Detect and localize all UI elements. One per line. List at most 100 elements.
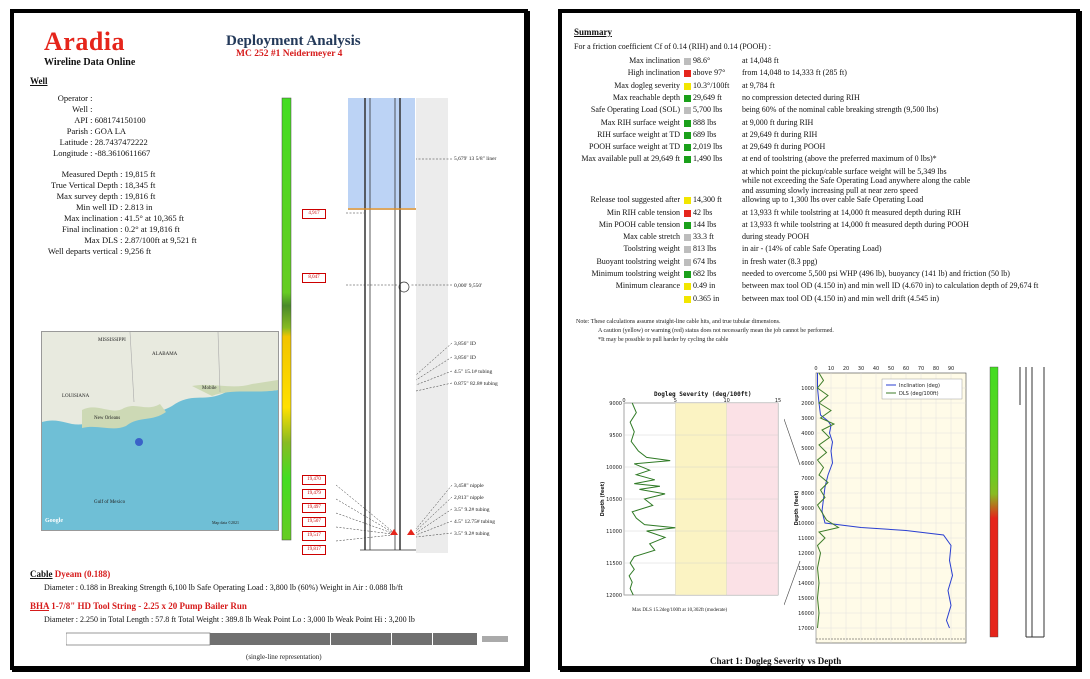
summary-description: needed to overcome 5,500 psi WHP (496 lb… [742,269,1010,278]
wellbore-schematic [281,97,453,553]
summary-label: Max inclination [629,56,680,65]
x-tick-label: 10 [828,366,834,372]
x-tick-label: 50 [888,366,894,372]
status-swatch [684,283,691,291]
well-row [24,159,197,169]
bha-heading: BHA 1-7/8" HD Tool String - 2.25 x 20 Pu… [30,601,247,611]
status-swatch [684,107,691,115]
well-row-label: Max DLS [84,235,118,245]
schematic-annotation: 0,000' 9,550' [454,283,483,289]
inclination-chart: 1000200030004000500060007000800090001000… [794,366,967,644]
y-tick-label: 10000 [606,465,622,471]
x-tick-label: 10 [723,398,729,404]
legend-box [881,378,963,400]
schematic-annotation: 4.5" 12.75# tubing [454,519,496,525]
y-tick-label: 13000 [798,566,814,572]
summary-value: above 97° [693,68,726,78]
schematic-annotation: 3,856" ID [454,341,476,347]
schematic-annotation: 3.5" 9.2# tubing [454,531,490,537]
well-row-label: Well departs vertical [47,246,118,256]
y-tick-label: 17000 [798,626,814,632]
status-swatch [684,119,691,127]
well-row-sep: : [118,191,125,201]
well-row: True Vertical Depth : 18,345 ft [24,180,197,191]
well-row: Max survey depth : 19,816 ft [24,191,197,202]
well-row: Well : [24,104,197,115]
y-tick-label: 16000 [798,611,814,617]
summary-description: at 9,000 ft during RIH [742,117,814,127]
well-row-value: 2.813 in [124,202,153,212]
summary-value: 888 lbs [693,117,717,127]
well-row-label: Parish [66,126,88,136]
y-tick-label: 10500 [606,497,622,503]
depth-box: 19,517 [302,531,326,541]
location-map[interactable]: MISSISSIPPI ALABAMA Mobile LOUISIANA New… [41,331,279,531]
well-row-value: 28.7437472222 [94,137,148,147]
note-line: Note: These calculations assume straight… [576,319,781,325]
y-axis-label: Depth (feet) [600,482,606,517]
summary-label: RIH surface weight at TD [597,129,680,139]
deployment-page: Aradia Wireline Data Online Deployment A… [10,9,528,670]
y-axis-label: Depth (feet) [794,491,800,526]
well-row-label: Final inclination [62,224,118,234]
well-row-sep: : [88,104,93,114]
well-row-value: 2.87/100ft at 9,521 ft [124,235,197,245]
y-tick-label: 9000 [609,401,622,407]
status-swatch [684,209,691,217]
y-tick-label: 9500 [609,433,622,439]
well-row-sep: : [118,169,125,179]
map-label-mobile: Mobile [202,386,217,391]
status-swatch [684,197,691,205]
well-row-label: Measured Depth [61,169,118,179]
well-row-value: 41.5° at 10,365 ft [124,213,184,223]
status-swatch [684,295,691,303]
schematic-annotation: 3.5" 9.2# tubing [454,507,490,513]
well-row-label: Well [72,104,88,114]
summary-description: at which point the pickup/cable surface … [742,166,947,176]
well-row-sep: : [88,137,95,147]
cable-details: Diameter : 0.188 in Breaking Strength 6,… [44,583,403,592]
y-tick-label: 5000 [801,446,814,452]
well-row: Operator : [24,93,197,104]
summary-label: Release tool suggested after [590,195,680,205]
summary-description: at 13,933 ft while toolstring at 14,000 … [742,219,969,229]
summary-label: POOH surface weight at TD [589,142,680,152]
well-row-value: 608174150100 [94,115,146,125]
schematic-annotation: 5,679' 13 5/8" liner [454,156,497,162]
status-swatch [684,58,691,65]
summary-description: from 14,048 to 14,333 ft (285 ft) [742,68,847,78]
summary-value: 98.6° [693,56,711,65]
well-row-sep: : [118,224,125,234]
y-tick-label: 11000 [798,536,814,542]
summary-value: 10.3°/100ft [693,80,730,90]
summary-description: between max tool OD (4.150 in) and min w… [742,293,940,303]
summary-value: 674 lbs [693,256,717,266]
y-tick-label: 3000 [801,416,814,422]
summary-label: Minimum clearance [615,281,680,291]
brand-logo: Aradia [44,27,125,56]
well-row-value: 0.2° at 19,816 ft [124,224,180,234]
summary-value: 14,300 ft [693,195,722,205]
y-tick-label: 4000 [801,431,814,437]
legend-label: DLS (deg/100ft) [899,391,939,397]
page-subtitle: MC 252 #1 Neidermeyer 4 [236,49,343,59]
status-swatch [684,258,691,266]
depth-box: 19,507 [302,517,326,527]
y-tick-label: 8000 [801,491,814,497]
summary-description: during steady POOH [742,232,810,242]
well-row-sep: : [118,235,125,245]
x-tick-label: 90 [948,366,954,372]
well-location-marker [135,438,143,446]
status-bar [281,97,292,541]
summary-value: 144 lbs [693,219,717,229]
status-swatch [684,156,691,164]
y-tick-label: 2000 [801,401,814,407]
page-title: Deployment Analysis [226,33,361,49]
map-graphic [42,332,278,446]
map-copyright: Map data ©2021 [212,520,240,525]
schematic-annotation: 0.875" 82.8# tubing [454,381,498,387]
toolstring-caption: (single-line representation) [246,653,322,661]
status-swatch [684,221,691,229]
well-row-label: Longitude [53,148,88,158]
summary-description: no compression detected during RIH [742,92,860,102]
